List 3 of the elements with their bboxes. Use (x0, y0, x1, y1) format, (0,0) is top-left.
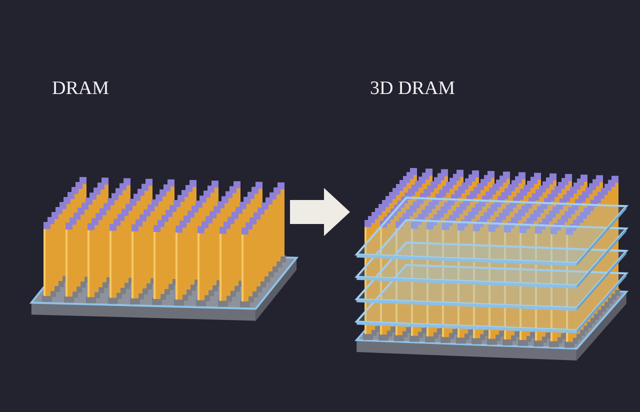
heading: DRAM (52, 78, 110, 100)
heading: 3D DRAM (370, 78, 455, 100)
block-arrow (290, 188, 350, 236)
